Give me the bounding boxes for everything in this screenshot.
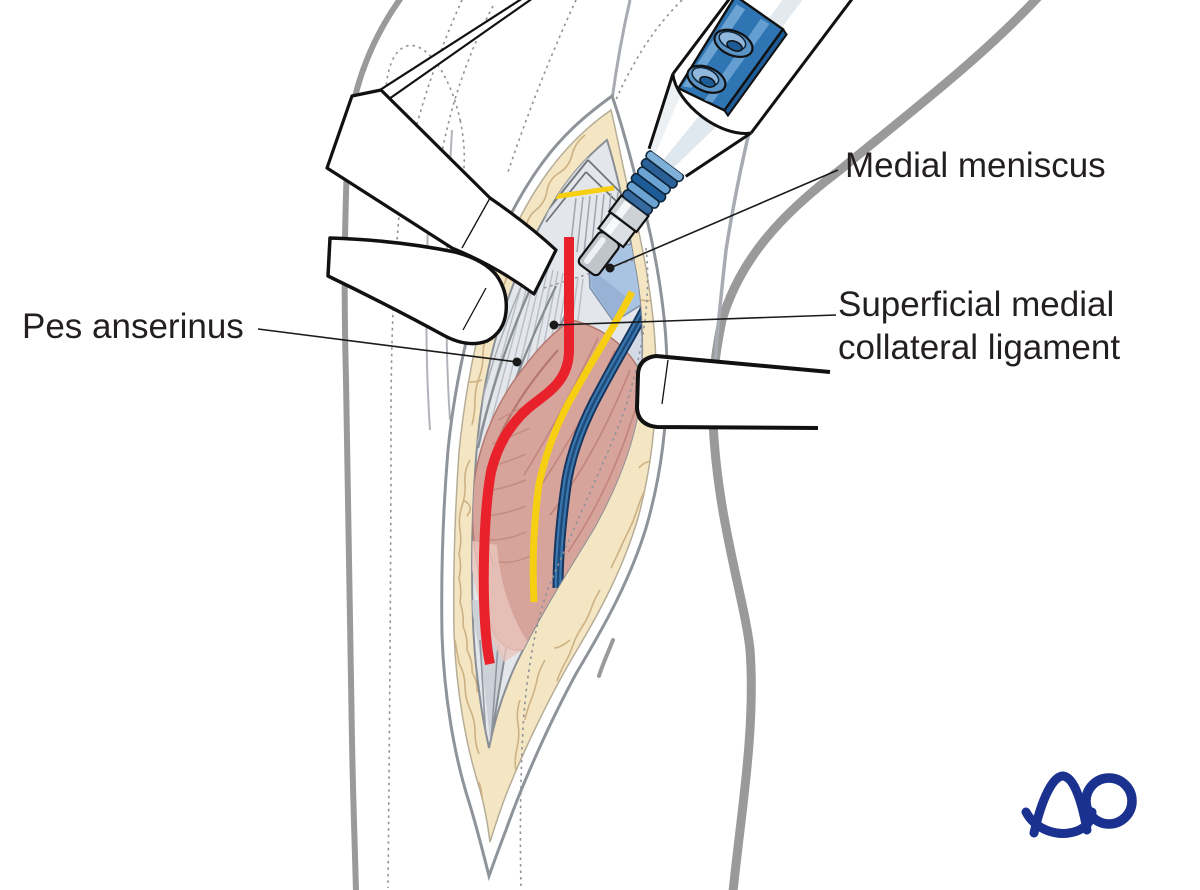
- saphenous-vein-blue: [552, 305, 643, 589]
- ao-logo: [1021, 771, 1137, 838]
- retractor-right: [635, 354, 831, 430]
- leader-pes-anserinus: [257, 328, 518, 363]
- shaver-instrument: [577, 0, 889, 277]
- leader-lines: [257, 169, 839, 363]
- leader-dots: [512, 263, 615, 367]
- dot-medial-meniscus: [605, 263, 615, 273]
- leader-smcl: [553, 314, 837, 326]
- posterior-leg-contour: [707, 0, 1042, 890]
- shaver-button-bottom: [686, 64, 727, 94]
- label-medial-meniscus: Medial meniscus: [845, 146, 1106, 185]
- muscle-lobe-stripes: [483, 401, 535, 564]
- label-superficial-medial-collateral-ligament: Superficial medial collateral ligament: [838, 283, 1120, 369]
- leader-medial-meniscus: [609, 169, 839, 269]
- nerve-twig: [545, 185, 615, 201]
- meniscus-shade: [590, 268, 630, 320]
- lower-skin-flick: [597, 638, 615, 678]
- label-smcl-line1: Superficial medial: [838, 285, 1115, 324]
- label-pes-anserinus: Pes anserinus: [22, 307, 244, 346]
- ao-logo-o: [1081, 773, 1137, 829]
- retractors: [325, 0, 831, 430]
- label-smcl-line2: collateral ligament: [838, 328, 1121, 367]
- deep-wedge-striae: [479, 639, 499, 743]
- upper-skin-contour: [610, 0, 632, 101]
- shaver-button-pad: [676, 0, 788, 118]
- dot-pes-anserinus: [512, 357, 522, 367]
- shaver-collar-ribs: [622, 150, 685, 216]
- retractor-upper-left: [325, 0, 558, 296]
- saphenous-vessel-red: [478, 237, 574, 666]
- saphenous-nerve-yellow: [529, 290, 636, 603]
- ao-logo-a: [1029, 771, 1092, 838]
- shaver-button-top: [713, 28, 754, 58]
- dot-smcl: [549, 320, 559, 330]
- shaver-shaft: [577, 193, 651, 277]
- fascia-flap: [537, 159, 643, 225]
- retractor-lower-left: [326, 236, 509, 346]
